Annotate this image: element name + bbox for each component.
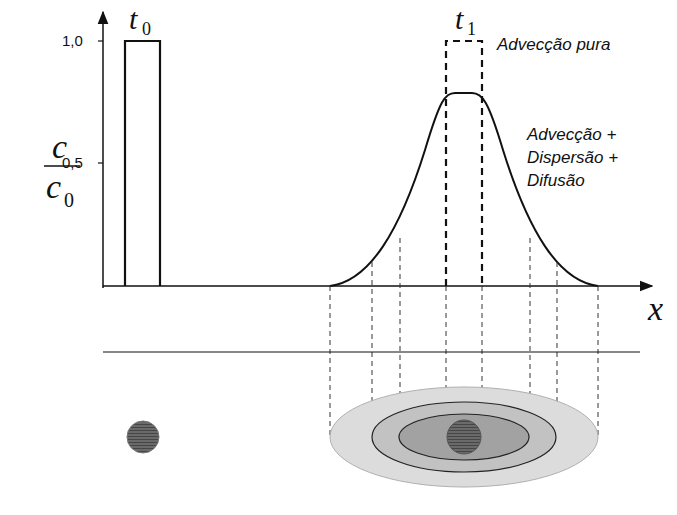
x-axis xyxy=(103,285,652,287)
tick-label: 1,0 xyxy=(62,33,83,48)
axis-label: c xyxy=(46,170,61,204)
curve-label: Advecção pura xyxy=(497,36,610,53)
tick xyxy=(98,40,103,41)
time-subscript: 1 xyxy=(467,20,476,38)
initial-pulse xyxy=(125,41,160,286)
tick xyxy=(98,162,103,163)
y-axis xyxy=(102,12,104,288)
plume-inner xyxy=(399,414,529,460)
advected-plume xyxy=(447,420,481,454)
advected-pulse xyxy=(446,41,482,286)
plume-outer xyxy=(330,387,598,487)
plume-middle xyxy=(372,402,556,472)
separator-line xyxy=(103,351,640,352)
time-subscript: 0 xyxy=(142,20,151,38)
time-label: t xyxy=(455,4,463,34)
curve-label: Advecção + Dispersão + Difusão xyxy=(527,124,647,193)
axis-label: x xyxy=(648,292,663,326)
initial-plume xyxy=(127,421,159,453)
axis-label: c xyxy=(52,130,67,164)
axis-subscript: 0 xyxy=(64,190,74,210)
time-label: t xyxy=(129,4,137,34)
